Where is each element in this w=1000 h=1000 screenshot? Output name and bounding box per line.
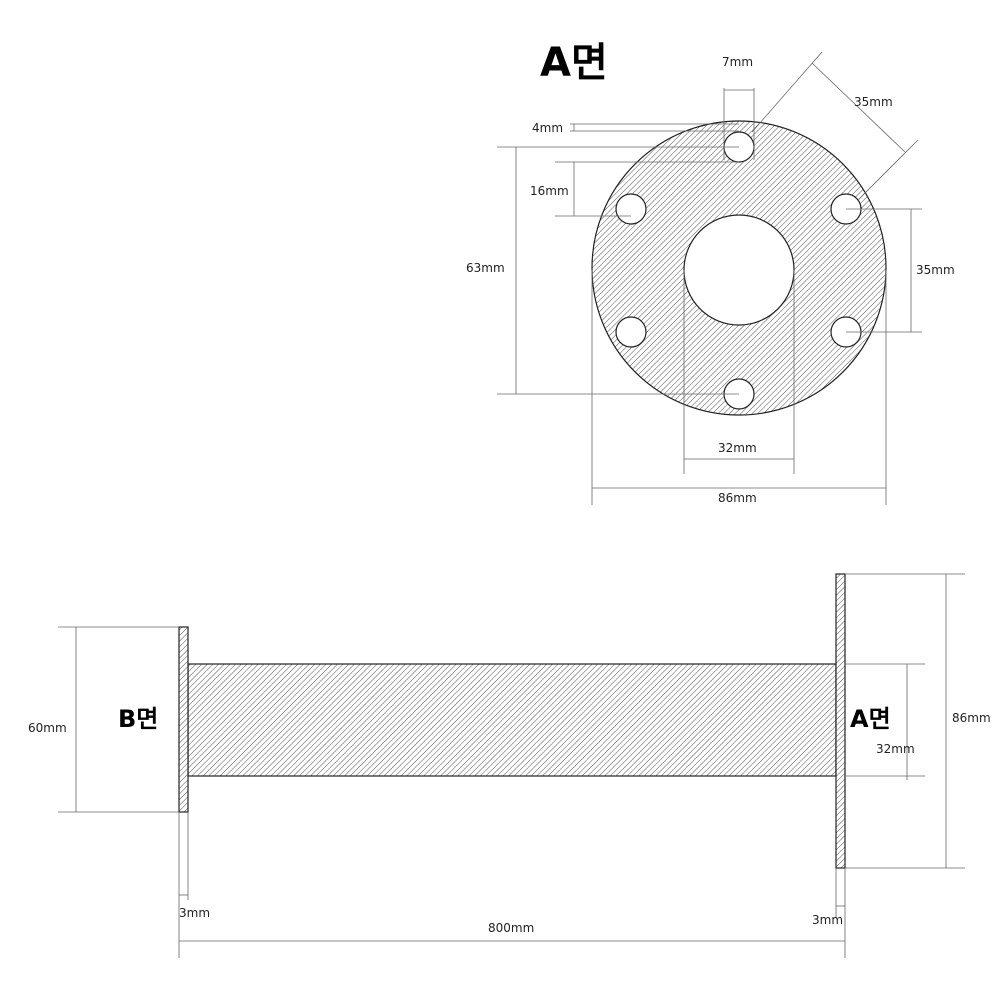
pipe-body [187,663,837,777]
dim-length-label: 800mm [488,921,534,935]
front-view-title: A면 [540,40,608,86]
dim-bore-label: 32mm [718,441,757,455]
dim-hole-row: 16mm [530,161,739,217]
side-view: B면 A면 60mm 3mm 800mm 3mm [28,573,991,958]
b-flange [178,626,189,813]
a-face-label: A면 [850,705,891,733]
dim-a-flange-height: 86mm [845,573,991,869]
dim-outer: 86mm [591,270,887,505]
a-flange [835,573,846,869]
bolt-hole-lower-left [615,316,647,348]
dim-hole-span-vertical: 63mm [466,146,739,395]
dim-hole-span-vertical-label: 63mm [466,261,505,275]
dim-outer-label: 86mm [718,491,757,505]
dim-hole-row-label: 16mm [530,184,569,198]
dim-a-flange-height-label: 86mm [952,711,991,725]
dim-pcd-diagonal: 35mm [751,51,919,201]
dim-hole-diameter-label: 7mm [722,55,753,69]
dim-side-bore-label: 32mm [876,742,915,756]
dim-side-bore: 32mm [845,663,925,780]
dim-pcd-diagonal-label: 35mm [854,95,893,109]
dim-hole-span-right-label: 35mm [916,263,955,277]
b-face-label: B면 [118,705,158,733]
dim-b-flange-height: 60mm [28,626,179,813]
dim-top-offset: 4mm [532,121,739,135]
dim-b-thickness: 3mm [178,812,210,958]
bolt-hole-upper-left [615,193,647,225]
dim-hole-span-right: 35mm [846,208,955,333]
dim-length: 800mm [179,868,846,958]
dim-a-thickness-label: 3mm [812,913,843,927]
flange-disk [591,120,887,416]
dim-a-thickness: 3mm [812,868,845,927]
dim-top-offset-label: 4mm [532,121,563,135]
dim-b-thickness-label: 3mm [179,906,210,920]
front-view: A면 7mm 35mm 4mm [466,40,955,505]
dim-bore: 32mm [683,270,795,474]
dim-b-flange-height-label: 60mm [28,721,67,735]
